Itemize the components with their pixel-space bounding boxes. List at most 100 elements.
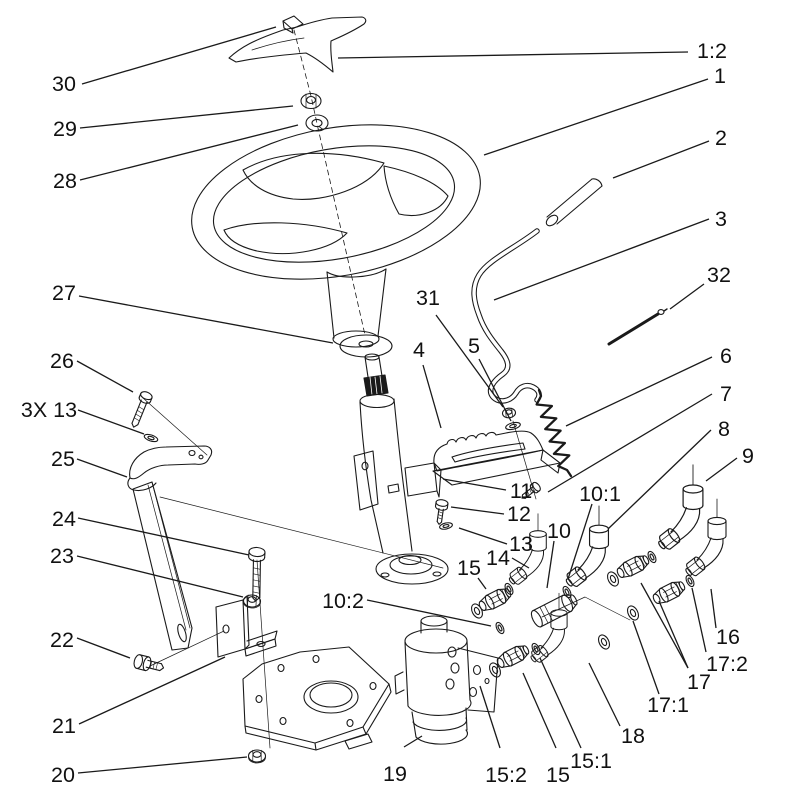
tilt-ratchet — [432, 430, 561, 486]
leader-line — [478, 358, 512, 422]
leader-line — [450, 506, 505, 515]
leader-line — [76, 360, 134, 393]
cotter-pin — [607, 308, 668, 346]
elbow-fitting-18 — [527, 592, 568, 666]
wheel-cap — [228, 15, 367, 73]
support-arm — [127, 445, 213, 651]
column-base-flange — [375, 553, 449, 585]
callout-label: 5 — [468, 334, 480, 358]
callout-label: 10 — [547, 519, 571, 543]
mounting-plate — [242, 646, 392, 751]
callout-label: 27 — [52, 281, 76, 305]
callout-label: 6 — [720, 344, 732, 368]
leader-line — [511, 557, 530, 569]
leader-line — [76, 637, 131, 659]
leader-line — [710, 588, 717, 629]
ratchet-screw — [521, 481, 541, 499]
steering-column — [353, 353, 449, 585]
callout-label: 2 — [715, 126, 727, 150]
union-fitting-17a — [614, 551, 652, 582]
callout-label: 23 — [50, 544, 74, 568]
o-ring-17-2 — [683, 573, 697, 589]
leader-line — [567, 503, 593, 580]
leader-line — [483, 78, 709, 156]
callout-label: 26 — [50, 349, 74, 373]
leader-line — [477, 577, 487, 590]
callout-label: 22 — [50, 628, 74, 652]
leader-line — [79, 124, 299, 181]
callout-label: 4 — [413, 338, 425, 362]
leader-line — [669, 283, 705, 310]
leader-line — [612, 140, 710, 179]
callout-label: 28 — [53, 169, 77, 193]
callout-label: 3 — [715, 207, 727, 231]
callout-label: 19 — [383, 762, 407, 786]
leader-line — [403, 735, 423, 748]
callout-label: 15 — [457, 556, 481, 580]
leader-line — [77, 756, 248, 774]
leader-line — [588, 662, 621, 727]
leader-line — [81, 26, 277, 85]
callout-label: 12 — [507, 502, 531, 526]
washer-15-2 — [486, 660, 504, 680]
leader-line — [77, 409, 145, 435]
leader-line — [79, 105, 294, 129]
leader-line — [632, 620, 660, 695]
leader-line — [607, 429, 712, 530]
callout-label: 1 — [714, 64, 726, 88]
callout-label: 21 — [52, 714, 76, 738]
leader-line — [76, 458, 128, 478]
column-bracket — [353, 450, 442, 511]
callout-label: 15 — [546, 763, 570, 787]
callout-label: 10:2 — [322, 589, 364, 613]
o-ring-10-2 — [493, 620, 507, 636]
pivot-washer — [505, 421, 521, 431]
callout-label: 7 — [720, 382, 732, 406]
elbow-fitting-9 — [654, 464, 704, 554]
cap-nut — [300, 92, 322, 110]
washer-17-1 — [624, 603, 642, 623]
leader-line — [442, 478, 507, 491]
wheel-hub-shroud — [326, 268, 387, 348]
arm-washer — [143, 433, 159, 443]
flange-nut-20 — [247, 749, 267, 764]
callout-label: 15:1 — [570, 749, 612, 773]
leader-line — [658, 600, 689, 669]
leader-line — [77, 517, 250, 556]
callout-label: 29 — [53, 117, 77, 141]
leader-line — [435, 314, 504, 408]
hydraulic-fitting-row — [468, 464, 727, 680]
inline-fitting-10 — [530, 594, 578, 628]
callout-label: 24 — [52, 507, 76, 531]
union-fitting-17b — [650, 577, 688, 608]
tilt-handle — [471, 228, 542, 404]
lock-washer — [305, 114, 329, 132]
callout-label: 17 — [687, 670, 711, 694]
callout-label: 20 — [51, 763, 75, 787]
callout-label: 31 — [416, 286, 440, 310]
steering-valve — [394, 615, 499, 745]
leader-line — [366, 599, 492, 627]
arm-bolt — [131, 391, 153, 428]
callout-label: 10:1 — [579, 482, 621, 506]
callout-label: 16 — [716, 625, 740, 649]
callout-label: 17:2 — [706, 652, 748, 676]
o-ring-10-1 — [560, 584, 574, 600]
callout-label: 15:2 — [485, 763, 527, 787]
leader-line — [458, 527, 508, 545]
union-fitting-15b — [494, 641, 532, 672]
fitting-washer — [468, 601, 486, 621]
fitting-washer — [604, 569, 622, 589]
leader-line — [76, 555, 244, 598]
steering-wheel — [191, 124, 481, 348]
leader-line — [78, 295, 334, 344]
callout-label: 25 — [51, 447, 75, 471]
callout-label: 17:1 — [647, 693, 689, 717]
leader-line — [337, 51, 689, 59]
leader-line — [479, 685, 501, 749]
leader-line — [493, 218, 710, 301]
callout-label: 1:2 — [697, 39, 727, 63]
